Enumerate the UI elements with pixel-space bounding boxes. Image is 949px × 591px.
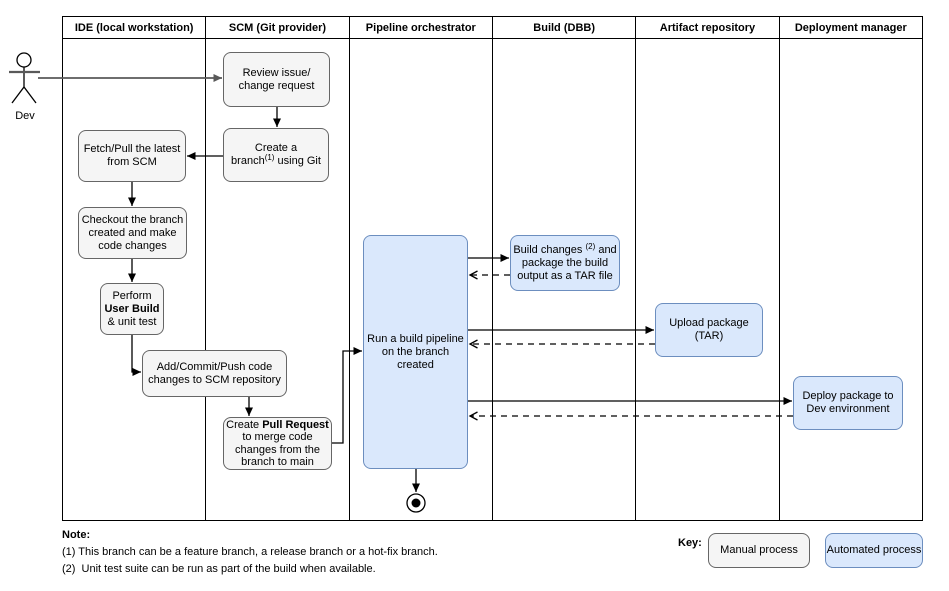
node-line: Deploy package to [802,390,894,402]
node-line: to merge code [242,431,313,443]
node-review-issue: Review issue/ change request [223,52,330,107]
node-line: code changes [98,239,167,252]
lane-pipeline-orchestrator: Pipeline orchestrator [349,17,493,520]
node-line: (TAR) [694,330,724,342]
actor-figure [9,52,40,104]
actor-legs [11,85,37,104]
swimlane-grid: IDE (local workstation) SCM (Git provide… [62,16,923,521]
node-line: Checkout the branch [81,213,184,226]
key-label: Automated process [826,544,922,556]
node-line: User Build [104,302,160,315]
lane-build-dbb: Build (DBB) [492,17,637,520]
key-title: Key: [678,537,702,549]
lane-header-deployment-manager: Deployment manager [779,17,922,39]
lane-header-pipeline-orchestrator: Pipeline orchestrator [349,17,492,39]
node-line: branch(1) using Git [231,153,321,167]
node-line: output as a TAR file [517,269,613,282]
node-add-commit-push: Add/Commit/Push code changes to SCM repo… [142,350,287,397]
lane-artifact-repository: Artifact repository [636,17,780,520]
node-line: Run a build pipeline [367,332,464,345]
note-line-1: (1) This branch can be a feature branch,… [62,546,438,558]
node-fetch-pull: Fetch/Pull the latest from SCM [78,130,186,182]
node-line: Build changes (2) and [513,241,617,256]
note-title: Note: [62,529,91,541]
node-line: Dev environment [806,403,890,415]
node-build-changes: Build changes (2) and package the build … [510,235,620,291]
node-line: & unit test [107,315,157,328]
node-line: Create a [254,142,298,154]
key-label: Manual process [720,544,798,556]
node-line: Upload package [669,317,749,329]
footnote-ref-1: (1) [264,153,275,162]
node-line: changes to SCM repository [148,373,281,386]
node-line: branch to main [241,456,314,468]
node-line: Fetch/Pull the latest [83,143,181,155]
node-line: package the build [521,256,609,269]
node-line: changes from the [235,443,320,456]
node-line: Perform [112,289,152,302]
node-run-build-pipeline: Run a build pipeline on the branch creat… [363,235,468,469]
key-manual-process: Manual process [708,533,810,568]
node-upload-package: Upload package (TAR) [655,303,763,357]
lane-header-scm: SCM (Git provider) [206,17,349,39]
lane-header-artifact-repository: Artifact repository [636,17,779,39]
note-line-2: (2) Unit test suite can be run as part o… [62,563,376,575]
node-line: on the branch created [381,345,450,371]
lane-deployment-manager: Deployment manager [779,17,922,520]
node-line: created and make [88,226,177,239]
lane-header-ide: IDE (local workstation) [63,17,206,39]
footnote-ref-2: (2) [585,241,596,251]
node-checkout-branch: Checkout the branch created and make cod… [78,207,187,259]
node-create-branch: Create a branch(1) using Git [223,128,329,182]
key-automated-process: Automated process [825,533,923,568]
actor-label: Dev [15,110,35,122]
node-line: Create Pull Request [226,418,329,431]
node-line: from SCM [107,156,157,168]
actor-head [16,52,32,68]
node-line: Review issue/ [242,66,311,79]
node-deploy-package: Deploy package to Dev environment [793,376,903,430]
lane-scm: SCM (Git provider) [206,17,350,520]
node-line: change request [238,79,315,92]
lane-header-build-dbb: Build (DBB) [492,17,636,39]
node-perform-user-build: Perform User Build & unit test [100,283,164,335]
lane-ide: IDE (local workstation) [63,17,207,520]
node-create-pull-request: Create Pull Request to merge code change… [223,417,332,470]
node-line: Add/Commit/Push code [156,360,273,373]
